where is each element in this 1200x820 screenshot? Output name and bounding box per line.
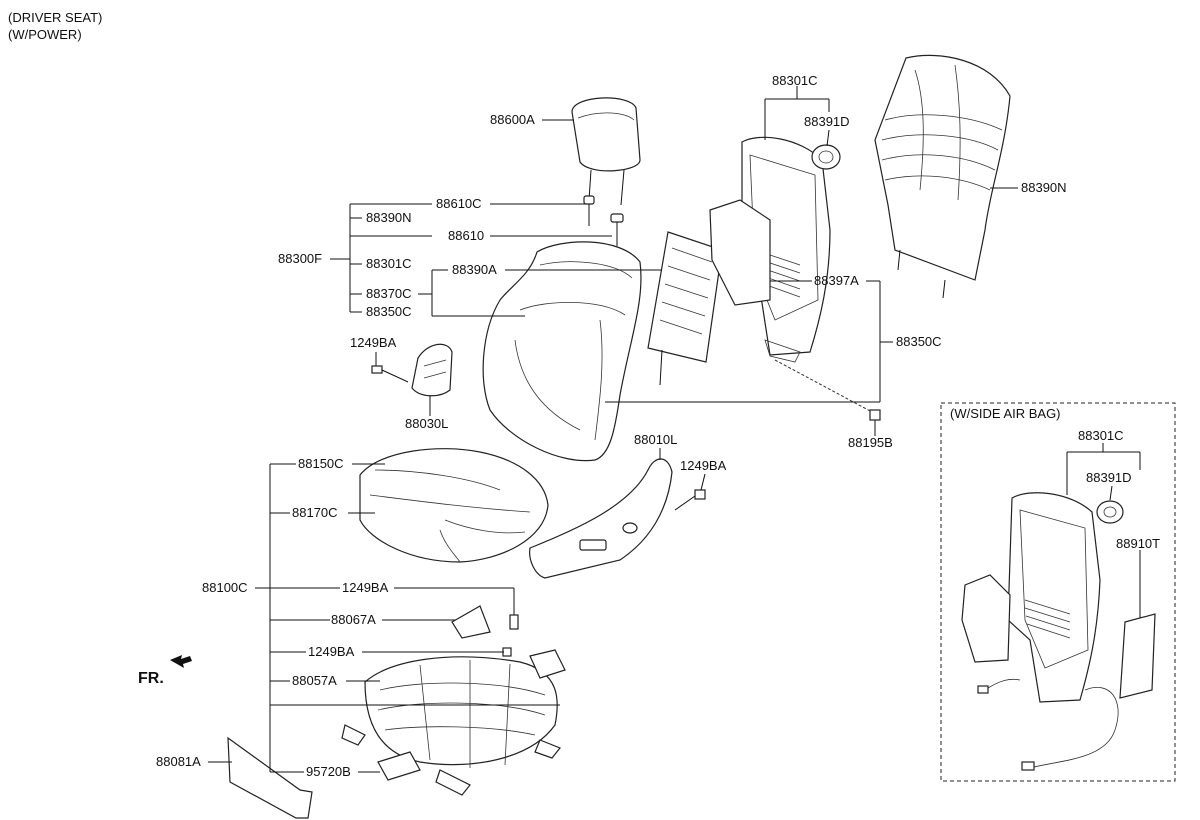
label-88010L: 88010L bbox=[634, 432, 677, 447]
control-module bbox=[377, 751, 421, 781]
label-88100C: 88100C bbox=[202, 580, 248, 595]
label-88301C: 88301C bbox=[772, 73, 818, 88]
seat-track-assembly bbox=[341, 647, 566, 796]
side-shield bbox=[529, 458, 673, 579]
front-direction-indicator: FR. bbox=[138, 655, 192, 687]
seat-cushion-cover bbox=[359, 448, 549, 563]
front-arrow-icon bbox=[170, 655, 192, 668]
label-88610C: 88610C bbox=[436, 196, 482, 211]
label-88390N-right: 88390N bbox=[1021, 180, 1067, 195]
seat-back-cover bbox=[482, 241, 642, 462]
label-88195B: 88195B bbox=[848, 435, 893, 450]
label-88150C: 88150C bbox=[298, 456, 344, 471]
frame-disc-part bbox=[811, 144, 841, 170]
label-88170C: 88170C bbox=[292, 505, 338, 520]
inset-title: (W/SIDE AIR BAG) bbox=[950, 406, 1061, 421]
label-88300F: 88300F bbox=[278, 251, 322, 266]
label-88350C-right: 88350C bbox=[896, 334, 942, 349]
label-88057A: 88057A bbox=[292, 673, 337, 688]
label-88397A: 88397A bbox=[814, 273, 859, 288]
label-95720B: 95720B bbox=[306, 764, 351, 779]
label-1249BA-b: 1249BA bbox=[680, 458, 727, 473]
label-88030L: 88030L bbox=[405, 416, 448, 431]
seat-back-frame bbox=[709, 136, 831, 363]
label-88610: 88610 bbox=[448, 228, 484, 243]
header-driver-seat: (DRIVER SEAT) bbox=[8, 10, 102, 25]
lumbar-support bbox=[647, 231, 723, 386]
label-88600A: 88600A bbox=[490, 112, 535, 127]
leader-lines bbox=[208, 86, 1018, 773]
header-power: (W/POWER) bbox=[8, 27, 82, 42]
label-88391D: 88391D bbox=[804, 114, 850, 129]
label-88350C: 88350C bbox=[366, 304, 412, 319]
side-airbag-inset: (W/SIDE AIR BAG) bbox=[940, 402, 1176, 782]
label-inset-88301C: 88301C bbox=[1078, 428, 1124, 443]
label-88370C: 88370C bbox=[366, 286, 412, 301]
label-1249BA-a: 1249BA bbox=[350, 335, 397, 350]
headrest-part bbox=[571, 97, 641, 206]
label-88390N: 88390N bbox=[366, 210, 412, 225]
label-inset-88910T: 88910T bbox=[1116, 536, 1160, 551]
bolt-1249BA-shield bbox=[674, 489, 706, 511]
label-88390A: 88390A bbox=[452, 262, 497, 277]
front-label: FR. bbox=[138, 670, 164, 687]
label-1249BA-c: 1249BA bbox=[342, 580, 389, 595]
side-bracket bbox=[371, 343, 453, 397]
back-panel-right bbox=[874, 54, 1011, 299]
label-1249BA-d: 1249BA bbox=[308, 644, 355, 659]
headrest-guides bbox=[583, 195, 624, 246]
label-inset-88391D: 88391D bbox=[1086, 470, 1132, 485]
label-88081A: 88081A bbox=[156, 754, 201, 769]
trim-88081A bbox=[227, 736, 313, 819]
bolt-88195B bbox=[869, 409, 881, 428]
label-88301C-b: 88301C bbox=[366, 256, 412, 271]
bracket-88067A bbox=[451, 605, 519, 639]
label-88067A: 88067A bbox=[331, 612, 376, 627]
